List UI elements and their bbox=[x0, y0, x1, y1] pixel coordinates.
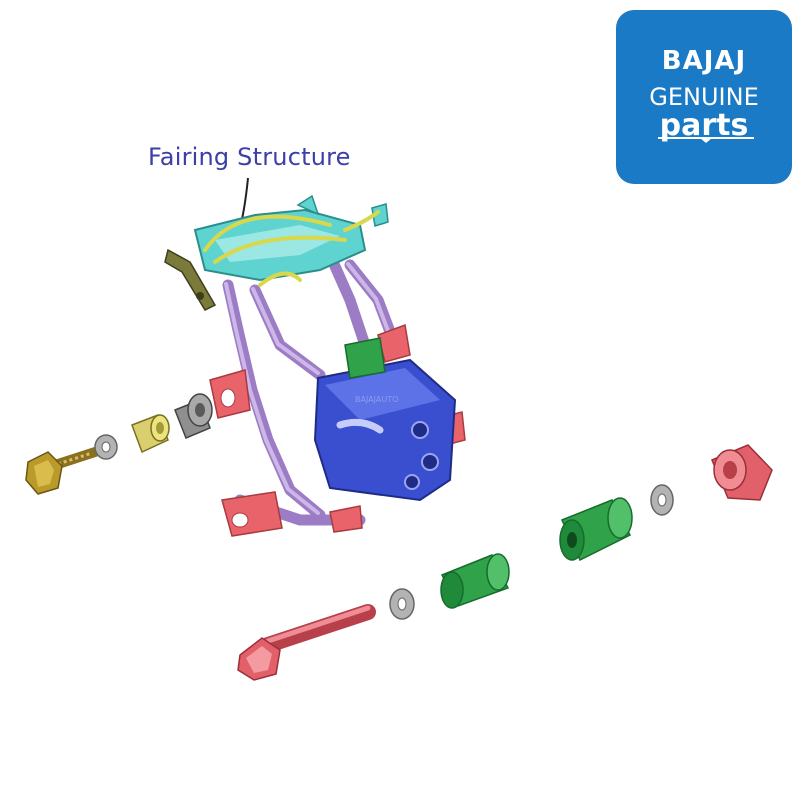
badge-brand: BAJAJ bbox=[661, 46, 747, 76]
right-washer bbox=[650, 484, 674, 516]
blue-mounting-bracket bbox=[313, 337, 457, 502]
lower-washer bbox=[389, 588, 415, 620]
left-washer bbox=[94, 434, 118, 460]
bajaj-genuine-parts-badge: BAJAJ GENUINE parts bbox=[616, 10, 792, 184]
badge-genuine-text: GENUINE bbox=[649, 83, 759, 111]
badge-swoosh-icon bbox=[658, 137, 754, 143]
yellow-spacer-bush bbox=[131, 414, 170, 454]
watermark-text: BAJAJAUTO bbox=[355, 395, 398, 404]
grey-rubber-grommet bbox=[174, 393, 213, 439]
green-rubber-bush-large bbox=[559, 497, 633, 562]
red-cap-nut bbox=[711, 444, 773, 501]
red-long-bolt bbox=[237, 604, 376, 681]
fairing-structure bbox=[164, 194, 389, 311]
gold-hex-bolt bbox=[25, 447, 100, 495]
green-rubber-bush-small bbox=[440, 553, 510, 609]
fairing-structure-label: Fairing Structure bbox=[148, 143, 351, 171]
yellow-wire-harness bbox=[203, 210, 380, 287]
